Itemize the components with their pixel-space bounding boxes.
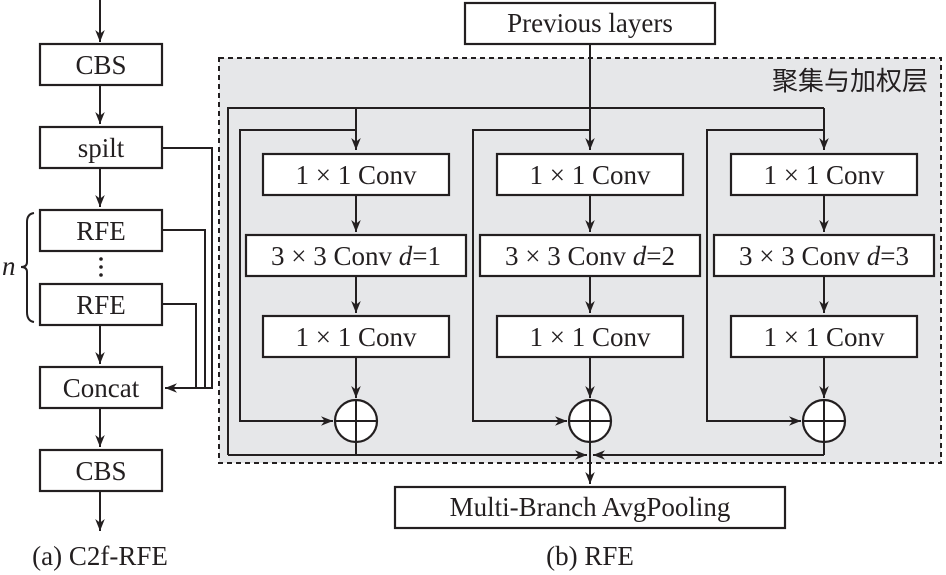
conv1x1-bottom-label: 1 × 1 Conv: [296, 322, 417, 352]
cbs-bottom-label: CBS: [75, 456, 126, 486]
conv3x3-dilated-label: 3 × 3 Conv d=2: [505, 241, 675, 271]
rfe-first-to-concat-line: [162, 229, 206, 388]
repeat-label: n: [2, 251, 16, 281]
conv1x1-bottom-label: 1 × 1 Conv: [764, 322, 885, 352]
rfe-first-label: RFE: [76, 216, 126, 246]
conv3x3-dilated-block: [712, 233, 936, 278]
c2f-rfe-panel: CBS spilt RFE RFE n Concat CBS (a) C2f-R…: [2, 0, 213, 571]
conv1x1-top-label: 1 × 1 Conv: [296, 160, 417, 190]
branch-2: 1 × 1 Conv 3 × 3 Conv d=2 1 × 1 Conv: [478, 152, 702, 444]
branch-1: 1 × 1 Conv 3 × 3 Conv d=1 1 × 1 Conv: [244, 152, 468, 455]
add-icon: [801, 398, 847, 444]
conv1x1-bottom-label: 1 × 1 Conv: [530, 322, 651, 352]
residual-line-branch-3: [706, 129, 824, 426]
residual-line-branch-1: [239, 129, 356, 426]
ellipsis-icon: [99, 257, 103, 277]
region-label: 聚集与加权层: [772, 67, 928, 97]
cbs-bottom-block: [38, 448, 164, 493]
rfe-first-block: [38, 208, 164, 253]
add-icon: [567, 398, 613, 444]
repeat-brace: [20, 212, 35, 323]
add-icon: [333, 398, 379, 444]
concat-label: Concat: [63, 373, 140, 403]
rfe-last-to-concat-line: [162, 303, 197, 388]
conv3x3-dilated-block: [244, 233, 468, 278]
cbs-top-block: [38, 42, 164, 87]
multi-branch-avgpooling-block: [393, 485, 787, 530]
previous-layers-label: Previous layers: [507, 8, 673, 38]
caption-rfe: (b) RFE: [546, 541, 634, 571]
residual-line-branch-2: [472, 129, 590, 426]
rfe-last-label: RFE: [76, 290, 126, 320]
conv1x1-bottom-block: [261, 314, 451, 359]
branch-3: 1 × 1 Conv 3 × 3 Conv d=3 1 × 1 Conv: [712, 152, 936, 455]
split-label: spilt: [78, 133, 125, 163]
concat-block: [38, 365, 164, 410]
conv3x3-dilated-label: 3 × 3 Conv d=1: [271, 241, 441, 271]
cbs-top-label: CBS: [75, 50, 126, 80]
previous-layers-block: [463, 1, 717, 46]
multi-branch-avgpooling-label: Multi-Branch AvgPooling: [450, 492, 731, 522]
distribution-line-outer: [227, 107, 824, 455]
conv3x3-dilated-label: 3 × 3 Conv d=3: [739, 241, 909, 271]
caption-c2f-rfe: (a) C2f-RFE: [32, 541, 168, 571]
conv1x1-top-label: 1 × 1 Conv: [764, 160, 885, 190]
split-to-concat-line: [162, 147, 213, 393]
conv1x1-top-label: 1 × 1 Conv: [530, 160, 651, 190]
conv1x1-top-block: [495, 152, 685, 197]
